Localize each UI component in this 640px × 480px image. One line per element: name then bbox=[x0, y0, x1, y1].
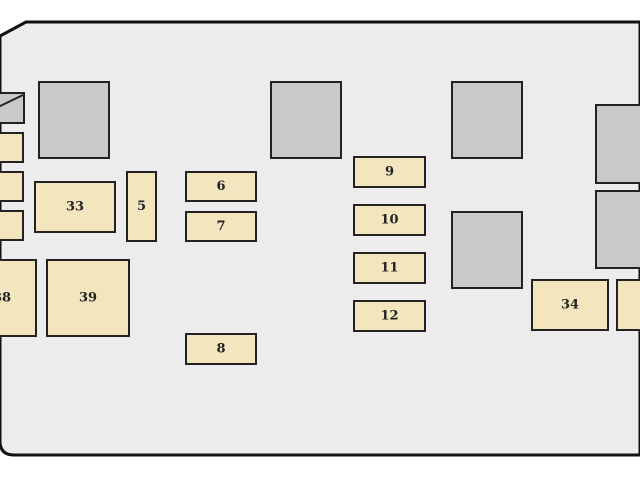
svg-text:9: 9 bbox=[385, 165, 394, 180]
svg-text:5: 5 bbox=[137, 199, 146, 214]
svg-text:10: 10 bbox=[380, 213, 398, 228]
fuse-39: 39 bbox=[46, 259, 130, 337]
fuse-9: 9 bbox=[353, 156, 426, 188]
fuse-10: 10 bbox=[353, 204, 426, 236]
fuse-5: 5 bbox=[126, 171, 157, 242]
svg-text:34: 34 bbox=[561, 298, 579, 313]
fuse-11: 11 bbox=[353, 252, 426, 284]
fuse-unlabeled-1 bbox=[0, 132, 24, 163]
fuse-unlabeled-3 bbox=[0, 210, 24, 241]
fuse-unlabeled-right bbox=[616, 279, 640, 331]
relay-block-2 bbox=[270, 81, 342, 159]
fuse-8: 8 bbox=[185, 333, 257, 365]
relay-block-partial bbox=[0, 92, 25, 124]
fuse-34: 34 bbox=[531, 279, 609, 331]
relay-diagonal-mark bbox=[0, 94, 24, 108]
svg-text:8: 8 bbox=[216, 342, 225, 357]
svg-text:11: 11 bbox=[380, 261, 398, 276]
fuse-33: 33 bbox=[34, 181, 116, 233]
svg-text:39: 39 bbox=[79, 291, 97, 306]
fuse-12: 12 bbox=[353, 300, 426, 332]
relay-block-1 bbox=[38, 81, 110, 159]
fuse-unlabeled-2 bbox=[0, 171, 24, 202]
relay-block-4 bbox=[451, 211, 523, 289]
svg-text:6: 6 bbox=[216, 179, 225, 194]
relay-block-6 bbox=[595, 190, 640, 269]
relay-block-5 bbox=[595, 104, 640, 184]
fuse-6: 6 bbox=[185, 171, 257, 202]
svg-text:12: 12 bbox=[380, 309, 398, 324]
svg-text:33: 33 bbox=[66, 200, 84, 215]
fuse-7: 7 bbox=[185, 211, 257, 242]
svg-text:38: 38 bbox=[0, 291, 11, 306]
svg-text:7: 7 bbox=[216, 219, 225, 234]
relay-block-3 bbox=[451, 81, 523, 159]
fuse-38: 38 bbox=[0, 259, 37, 337]
